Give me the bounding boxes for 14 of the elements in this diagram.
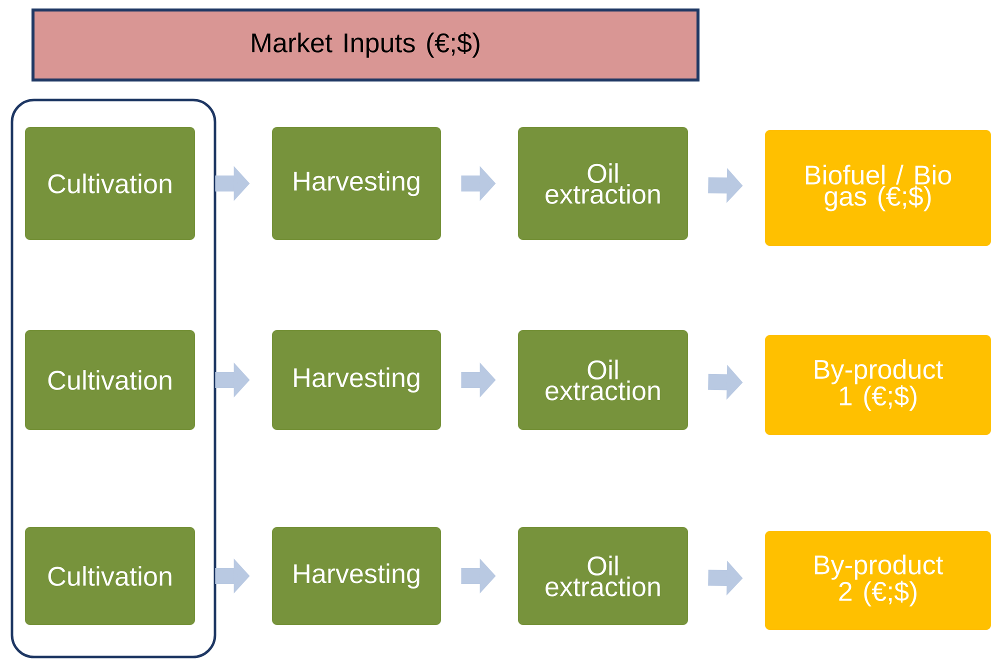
process-box: Harvesting bbox=[272, 127, 441, 240]
process-box: Oil extraction bbox=[518, 527, 688, 625]
process-box: Cultivation bbox=[25, 330, 195, 430]
process-box: Harvesting bbox=[272, 330, 441, 430]
process-box: Oil extraction bbox=[518, 330, 688, 430]
process-box: Market Inputs (€;$) bbox=[32, 8, 700, 82]
process-box: Oil extraction bbox=[518, 127, 688, 240]
output-box: By-product 2 (€;$) bbox=[765, 531, 991, 630]
group-outline bbox=[10, 98, 216, 658]
process-box: Cultivation bbox=[25, 127, 195, 240]
output-box: By-product 1 (€;$) bbox=[765, 335, 991, 435]
output-box: Biofuel / Bio gas (€;$) bbox=[765, 130, 991, 246]
process-box: Harvesting bbox=[272, 527, 441, 625]
process-box: Cultivation bbox=[25, 527, 195, 625]
